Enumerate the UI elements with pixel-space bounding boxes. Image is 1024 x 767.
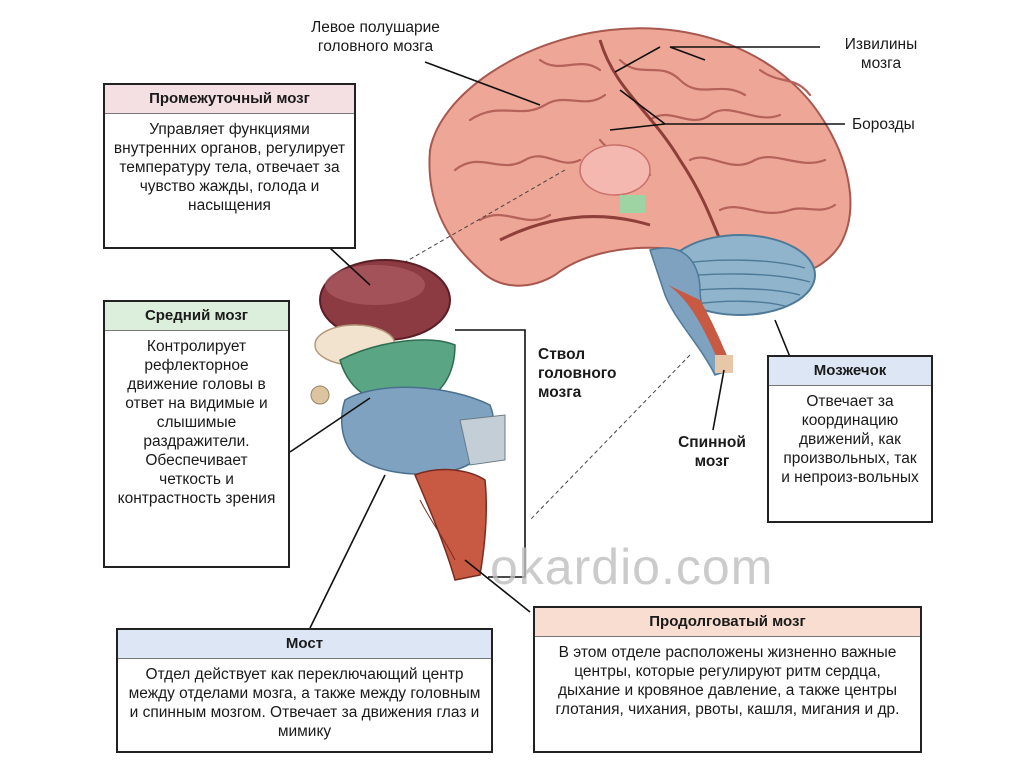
gyri-label: Извилины мозга <box>844 36 918 72</box>
pons-box: Мост Отдел действует как переключающий ц… <box>116 628 493 753</box>
midbrain-box: Средний мозг Контролирует рефлекторное д… <box>103 300 290 568</box>
cerebellum-title: Мозжечок <box>769 357 931 386</box>
left-hemisphere-label: Левое полушарие головного мозга <box>311 19 440 55</box>
cerebrum <box>428 27 852 287</box>
diencephalon-title: Промежуточный мозг <box>105 85 354 114</box>
diencephalon-text: Управляет функциями внутренних органов, … <box>113 121 346 214</box>
medulla-text: В этом отделе расположены жизненно важны… <box>555 644 900 718</box>
medulla-title: Продолговатый мозг <box>535 608 920 637</box>
brainstem-label: Ствол головного мозга <box>538 346 617 401</box>
sulci-label: Борозды <box>852 116 915 133</box>
brainstem-shape <box>649 247 733 376</box>
medulla-box: Продолговатый мозг В этом отделе располо… <box>533 606 922 753</box>
enlarged-brainstem <box>310 259 506 581</box>
pons-text: Отдел действует как переключающий центр … <box>128 666 481 740</box>
pons-title: Мост <box>118 630 491 659</box>
cerebellum-text: Отвечает за координацию движений, как пр… <box>781 393 919 486</box>
spinal-cord-label: Спинной мозг <box>678 434 746 470</box>
watermark: okardio.com <box>490 539 774 595</box>
midbrain-text: Контролирует рефлекторное движение голов… <box>117 338 276 507</box>
midbrain-title: Средний мозг <box>105 302 288 331</box>
cerebellum-box: Мозжечок Отвечает за координацию движени… <box>767 355 933 523</box>
diencephalon-box: Промежуточный мозг Управляет функциями в… <box>103 83 356 249</box>
